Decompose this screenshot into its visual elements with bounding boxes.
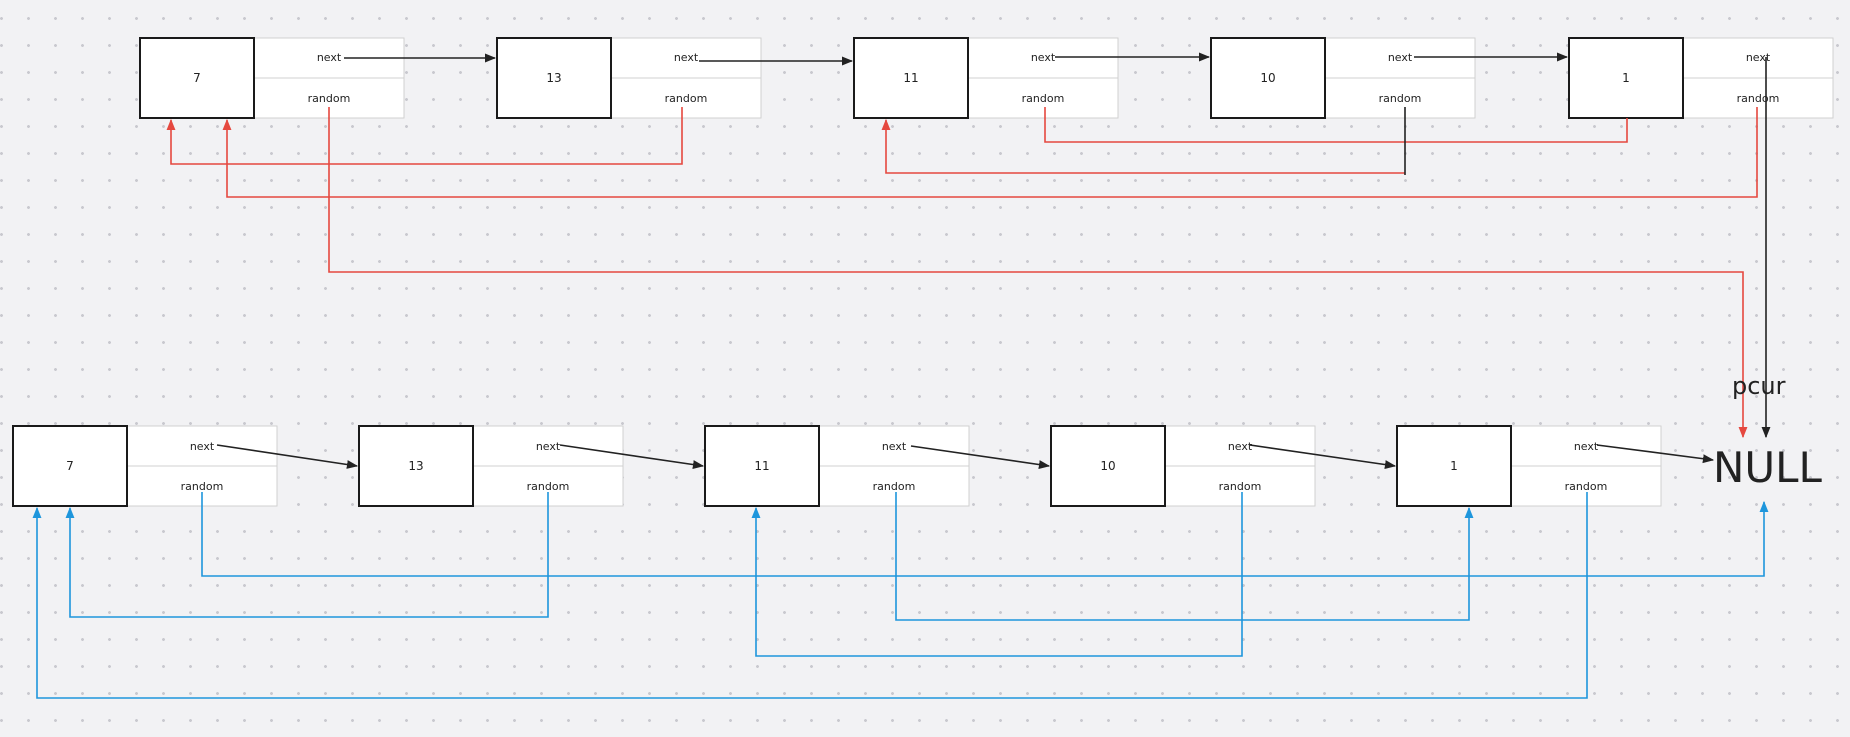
original-random-arrows bbox=[166, 107, 1758, 439]
original-node-2: 13 next random bbox=[496, 37, 762, 119]
random-arrow bbox=[32, 492, 1588, 699]
next-field-label: next bbox=[882, 440, 907, 453]
next-field-label: next bbox=[190, 440, 215, 453]
original-next-arrows bbox=[344, 52, 1771, 439]
random-arrow bbox=[166, 107, 683, 165]
random-field-label: random bbox=[665, 92, 708, 105]
random-field-label: random bbox=[1022, 92, 1065, 105]
random-field-label: random bbox=[308, 92, 351, 105]
next-field-label: next bbox=[1388, 51, 1413, 64]
random-arrow bbox=[1044, 107, 1628, 143]
original-list: 7 next random 13 next random 11 next ran… bbox=[139, 37, 1834, 119]
copied-list: 7 next random 13 next random 11 next ran… bbox=[12, 425, 1662, 507]
node-value: 7 bbox=[66, 459, 74, 473]
next-arrow bbox=[910, 445, 1051, 469]
node-value: 13 bbox=[408, 459, 423, 473]
node-value: 13 bbox=[546, 71, 561, 85]
original-node-5: 1 next random bbox=[1568, 37, 1834, 119]
node-value-box bbox=[139, 37, 255, 119]
copied-next-arrows bbox=[216, 444, 1715, 469]
null-label: NULL bbox=[1713, 443, 1823, 492]
random-field-label: random bbox=[1737, 92, 1780, 105]
next-field-label: next bbox=[1228, 440, 1253, 453]
next-arrow-to-null bbox=[1596, 444, 1715, 464]
random-field-label: random bbox=[1565, 480, 1608, 493]
random-arrow bbox=[201, 492, 1769, 577]
node-value: 1 bbox=[1622, 71, 1630, 85]
node-value: 11 bbox=[754, 459, 769, 473]
node-value-box bbox=[853, 37, 969, 119]
random-arrow bbox=[895, 492, 1474, 621]
node-value-box bbox=[1396, 425, 1512, 507]
random-field-label: random bbox=[873, 480, 916, 493]
node-value-box bbox=[1050, 425, 1166, 507]
node-value-box bbox=[358, 425, 474, 507]
node-value: 10 bbox=[1260, 71, 1275, 85]
node-value-box bbox=[704, 425, 820, 507]
next-arrow bbox=[559, 444, 705, 469]
next-field-label: next bbox=[674, 51, 699, 64]
copied-node-1: 7 next random bbox=[12, 425, 278, 507]
random-field-label: random bbox=[1379, 92, 1422, 105]
next-field-label: next bbox=[1746, 51, 1771, 64]
random-arrow bbox=[328, 107, 1748, 439]
next-field-label: next bbox=[1574, 440, 1599, 453]
node-value-box bbox=[12, 425, 128, 507]
node-value-box bbox=[496, 37, 612, 119]
next-arrow bbox=[216, 444, 359, 469]
node-value-box bbox=[1210, 37, 1326, 119]
node-value-box bbox=[1568, 37, 1684, 119]
random-field-label: random bbox=[1219, 480, 1262, 493]
original-node-4: 10 next random bbox=[1210, 37, 1476, 119]
copied-node-3: 11 next random bbox=[704, 425, 970, 507]
copied-node-2: 13 next random bbox=[358, 425, 624, 507]
node-value: 1 bbox=[1450, 459, 1458, 473]
node-value: 10 bbox=[1100, 459, 1115, 473]
random-arrow bbox=[881, 118, 1405, 174]
next-field-label: next bbox=[317, 51, 342, 64]
random-arrow bbox=[222, 107, 1758, 198]
original-node-1: 7 next random bbox=[139, 37, 405, 119]
original-node-3: 11 next random bbox=[853, 37, 1119, 119]
pcur-label: pcur bbox=[1732, 372, 1786, 400]
copied-node-4: 10 next random bbox=[1050, 425, 1316, 507]
copied-node-5: 1 next random bbox=[1396, 425, 1662, 507]
next-arrow bbox=[1249, 444, 1397, 469]
random-field-label: random bbox=[527, 480, 570, 493]
node-value: 11 bbox=[903, 71, 918, 85]
random-field-label: random bbox=[181, 480, 224, 493]
next-field-label: next bbox=[1031, 51, 1056, 64]
random-arrow bbox=[751, 492, 1243, 657]
node-value: 7 bbox=[193, 71, 201, 85]
random-arrow bbox=[65, 492, 549, 618]
copied-random-arrows bbox=[32, 492, 1769, 699]
next-field-label: next bbox=[536, 440, 561, 453]
